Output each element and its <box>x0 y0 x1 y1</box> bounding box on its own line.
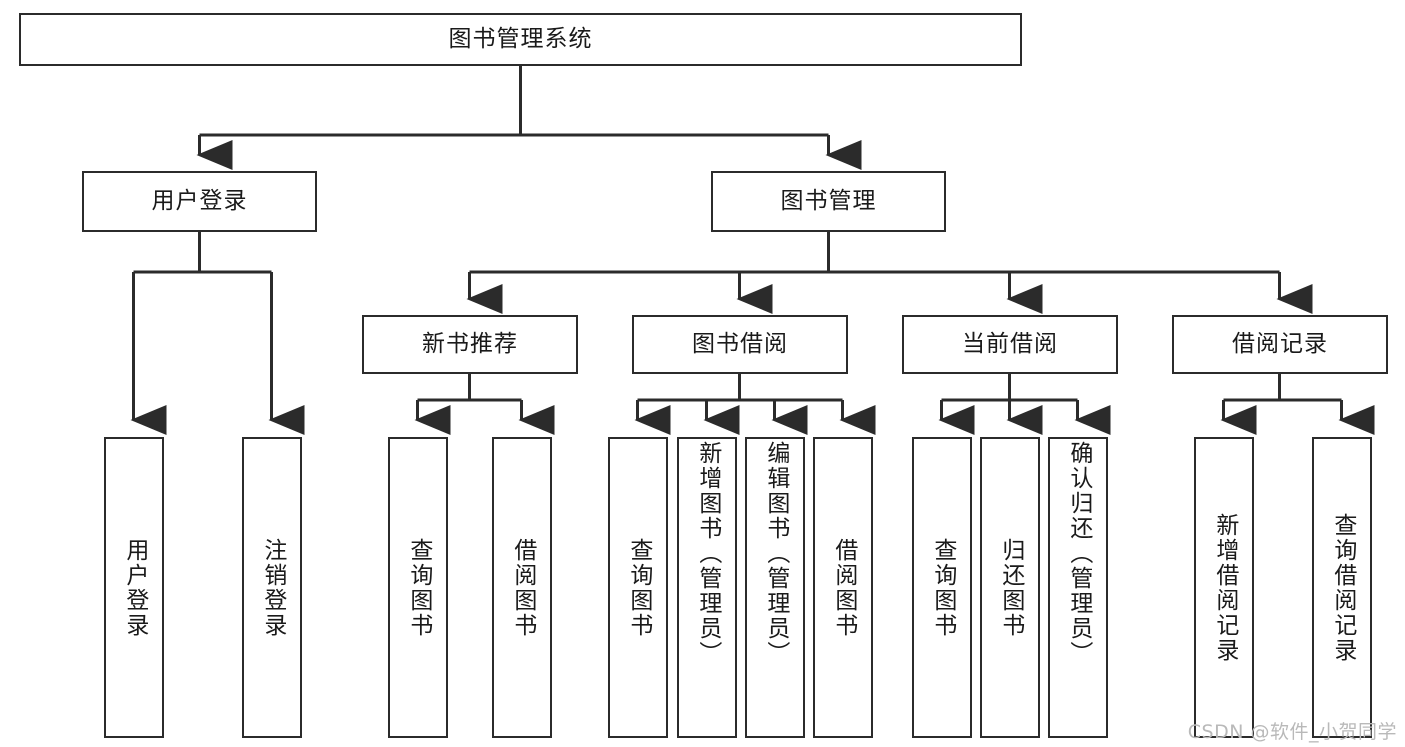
leaf-inner: 查询图书 <box>610 439 666 736</box>
leaf-inner: 用户登录 <box>106 439 162 736</box>
node-root-book-management-system[interactable]: 图书管理系统 <box>19 13 1022 66</box>
leaf-inner: 查询图书 <box>914 439 970 736</box>
csdn-watermark: CSDN @软件_小贺同学 <box>1187 721 1397 743</box>
leaf-new-book-query-book[interactable]: 查询图书 <box>388 437 448 738</box>
leaf-book-borrow-add-book-admin[interactable]: 新增图书（管理员） <box>677 437 737 738</box>
leaf-label: 新增图书（管理员） <box>694 441 721 666</box>
node-label: 借阅记录 <box>1232 330 1328 357</box>
node-book-borrow[interactable]: 图书借阅 <box>632 315 848 374</box>
node-borrow-record[interactable]: 借阅记录 <box>1172 315 1388 374</box>
leaf-inner: 编辑图书（管理员） <box>747 439 803 738</box>
leaf-user-login-logout[interactable]: 注销登录 <box>242 437 302 738</box>
leaf-label: 注销登录 <box>259 537 286 638</box>
leaf-inner: 借阅图书 <box>494 439 550 736</box>
leaf-inner: 确认归还（管理员） <box>1050 439 1106 738</box>
leaf-label: 新增借阅记录 <box>1211 512 1238 663</box>
leaf-inner: 归还图书 <box>982 439 1038 736</box>
leaf-book-borrow-borrow-book[interactable]: 借阅图书 <box>813 437 873 738</box>
leaf-borrow-record-query-record[interactable]: 查询借阅记录 <box>1312 437 1372 738</box>
leaf-label: 借阅图书 <box>509 537 536 638</box>
leaf-label: 用户登录 <box>121 537 148 638</box>
leaf-borrow-record-add-record[interactable]: 新增借阅记录 <box>1194 437 1254 738</box>
leaf-label: 查询图书 <box>929 537 956 638</box>
leaf-book-borrow-query-book[interactable]: 查询图书 <box>608 437 668 738</box>
node-label: 新书推荐 <box>422 330 518 357</box>
node-label: 用户登录 <box>151 187 248 214</box>
leaf-label: 查询图书 <box>405 537 432 638</box>
leaf-inner: 新增借阅记录 <box>1196 439 1252 736</box>
node-book-management[interactable]: 图书管理 <box>711 171 946 232</box>
leaf-inner: 新增图书（管理员） <box>679 439 735 738</box>
leaf-inner: 注销登录 <box>244 439 300 736</box>
node-user-login[interactable]: 用户登录 <box>82 171 317 232</box>
leaf-current-borrow-return-book[interactable]: 归还图书 <box>980 437 1040 738</box>
node-new-book-recommend[interactable]: 新书推荐 <box>362 315 578 374</box>
leaf-label: 借阅图书 <box>830 537 857 638</box>
leaf-label: 编辑图书（管理员） <box>762 441 789 666</box>
leaf-current-borrow-confirm-return-admin[interactable]: 确认归还（管理员） <box>1048 437 1108 738</box>
node-label: 图书管理系统 <box>448 25 593 52</box>
leaf-new-book-borrow-book[interactable]: 借阅图书 <box>492 437 552 738</box>
node-label: 图书借阅 <box>692 330 788 357</box>
leaf-book-borrow-edit-book-admin[interactable]: 编辑图书（管理员） <box>745 437 805 738</box>
leaf-label: 查询借阅记录 <box>1329 512 1356 663</box>
leaf-current-borrow-query-book[interactable]: 查询图书 <box>912 437 972 738</box>
leaf-inner: 借阅图书 <box>815 439 871 736</box>
node-current-borrow[interactable]: 当前借阅 <box>902 315 1118 374</box>
node-label: 当前借阅 <box>962 330 1058 357</box>
node-label: 图书管理 <box>780 187 877 214</box>
leaf-label: 确认归还（管理员） <box>1065 441 1092 666</box>
leaf-inner: 查询图书 <box>390 439 446 736</box>
leaf-inner: 查询借阅记录 <box>1314 439 1370 736</box>
leaf-label: 查询图书 <box>625 537 652 638</box>
leaf-label: 归还图书 <box>997 537 1024 638</box>
leaf-user-login-login[interactable]: 用户登录 <box>104 437 164 738</box>
